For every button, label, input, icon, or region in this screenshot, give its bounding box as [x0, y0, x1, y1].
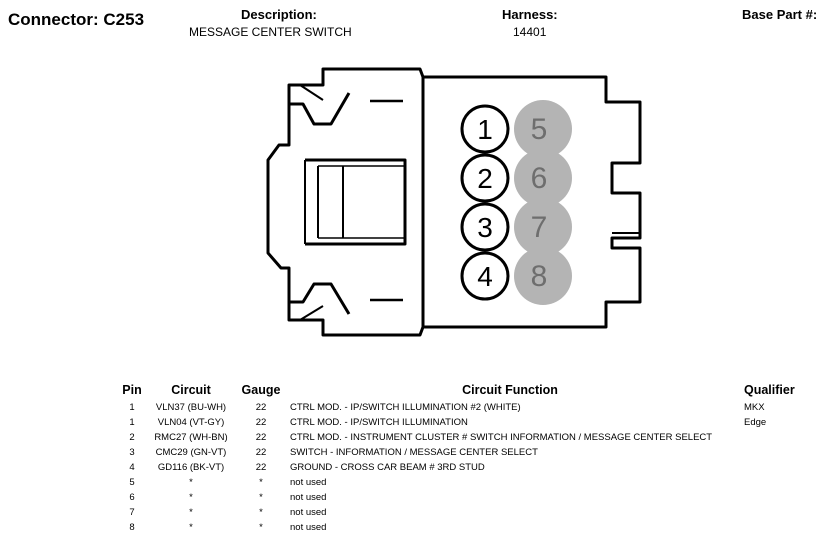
wire-gauge: *: [259, 477, 263, 488]
circuit-function: not used: [290, 492, 327, 503]
circuit-id: *: [189, 492, 193, 503]
pin-number: 2: [129, 432, 135, 443]
pin-number: 7: [129, 507, 135, 518]
header-circuit: Circuit: [171, 383, 211, 397]
pin-number: 8: [129, 522, 135, 533]
description-value: MESSAGE CENTER SWITCH: [189, 25, 352, 39]
table-row: 8 * * not used: [118, 520, 804, 535]
pin-label-1: 1: [477, 114, 493, 145]
pin-label-8: 8: [531, 260, 548, 293]
pin-label-4: 4: [477, 261, 493, 292]
table-row: 7 * * not used: [118, 505, 804, 520]
qualifier: [734, 520, 804, 535]
pin-label-3: 3: [477, 212, 493, 243]
qualifier: [734, 430, 804, 445]
header-gauge: Gauge: [241, 383, 281, 397]
table-row: 1 VLN37 (BU-WH) 22 CTRL MOD. - IP/SWITCH IL…: [118, 400, 804, 415]
wire-gauge: 22: [255, 417, 267, 428]
pinout-header-row: Pin Circuit Gauge Circuit Function Quali…: [118, 382, 804, 400]
base-part-label: Base Part #:: [742, 7, 818, 22]
pin-label-7: 7: [531, 211, 548, 244]
harness-value: 14401: [513, 25, 547, 39]
connector-body-right: [421, 75, 642, 329]
table-row: 1 VLN04 (VT-GY) 22 CTRL MOD. - IP/SWITCH IL…: [118, 415, 804, 430]
pin-number: 5: [129, 477, 135, 488]
wire-gauge: 22: [255, 462, 267, 473]
circuit-function: CTRL MOD. - IP/SWITCH ILLUMINATION #2 (W…: [290, 402, 521, 413]
table-row: 6 * * not used: [118, 490, 804, 505]
wire-gauge: 22: [255, 402, 267, 413]
pin-cavity-7: [514, 198, 572, 256]
table-row: 2 RMC27 (WH-BN) 22 CTRL MOD. - INSTRUMENT C…: [118, 430, 804, 445]
circuit-id: VLN37 (BU-WH): [155, 402, 227, 413]
wire-gauge: *: [259, 507, 263, 518]
circuit-id: *: [189, 507, 193, 518]
pin-cavity-8: [514, 247, 572, 305]
pin-label-5: 5: [531, 113, 548, 146]
header-circuit-function: Circuit Function: [462, 383, 558, 397]
pin-number: 1: [129, 417, 135, 428]
circuit-id: *: [189, 477, 193, 488]
circuit-id: CMC29 (GN-VT): [155, 447, 227, 458]
wire-gauge: *: [259, 522, 263, 533]
circuit-function: GROUND - CROSS CAR BEAM # 3RD STUD: [290, 462, 485, 473]
pin-label-6: 6: [531, 162, 548, 195]
lower-latch: [289, 282, 351, 315]
circuit-id: GD116 (BK-VT): [157, 462, 225, 473]
pin-number: 4: [129, 462, 135, 473]
upper-latch: [289, 92, 351, 126]
pinout-table: Pin Circuit Gauge Circuit Function Quali…: [118, 382, 804, 535]
circuit-function: SWITCH - INFORMATION / MESSAGE CENTER SE…: [290, 447, 538, 458]
pin-cavity-1: [460, 104, 510, 154]
pin-label-2: 2: [477, 163, 493, 194]
header-qualifier: Qualifier: [744, 383, 795, 397]
pin-cavity-2: [460, 153, 510, 203]
header-pin: Pin: [122, 383, 142, 397]
circuit-function: CTRL MOD. - IP/SWITCH ILLUMINATION: [290, 417, 468, 428]
wire-gauge: *: [259, 492, 263, 503]
circuit-function: not used: [290, 522, 327, 533]
pin-number: 6: [129, 492, 135, 503]
qualifier: [734, 445, 804, 460]
connector-window: [305, 158, 407, 246]
harness-label: Harness:: [502, 7, 558, 22]
wire-gauge: 22: [255, 432, 267, 443]
qualifier: [734, 490, 804, 505]
circuit-id: VLN04 (VT-GY): [157, 417, 225, 428]
pin-number: 3: [129, 447, 135, 458]
qualifier: [734, 505, 804, 520]
circuit-id: *: [189, 522, 193, 533]
circuit-function: not used: [290, 507, 327, 518]
pin-cavity-5: [514, 100, 572, 158]
connector-shell-left: [266, 67, 425, 337]
qualifier: MKX: [744, 402, 765, 413]
pin-cavity-3: [460, 202, 510, 252]
table-row: 4 GD116 (BK-VT) 22 GROUND - CROSS CAR BEAM …: [118, 460, 804, 475]
connector-title: Connector: C253: [8, 10, 145, 29]
circuit-function: not used: [290, 477, 327, 488]
table-row: 5 * * not used: [118, 475, 804, 490]
description-label: Description:: [241, 7, 317, 22]
pin-cavity-6: [514, 149, 572, 207]
qualifier: [734, 460, 804, 475]
circuit-function: CTRL MOD. - INSTRUMENT CLUSTER # SWITCH …: [290, 432, 713, 443]
qualifier: [734, 475, 804, 490]
qualifier: Edge: [744, 417, 767, 428]
pin-number: 1: [129, 402, 135, 413]
table-row: 3 CMC29 (GN-VT) 22 SWITCH - INFORMATION / M…: [118, 445, 804, 460]
pin-cavity-4: [460, 251, 510, 301]
circuit-id: RMC27 (WH-BN): [154, 432, 228, 443]
wire-gauge: 22: [255, 447, 267, 458]
connector-face-diagram: 1 2 3 4 5 6 7 8: [266, 67, 642, 337]
